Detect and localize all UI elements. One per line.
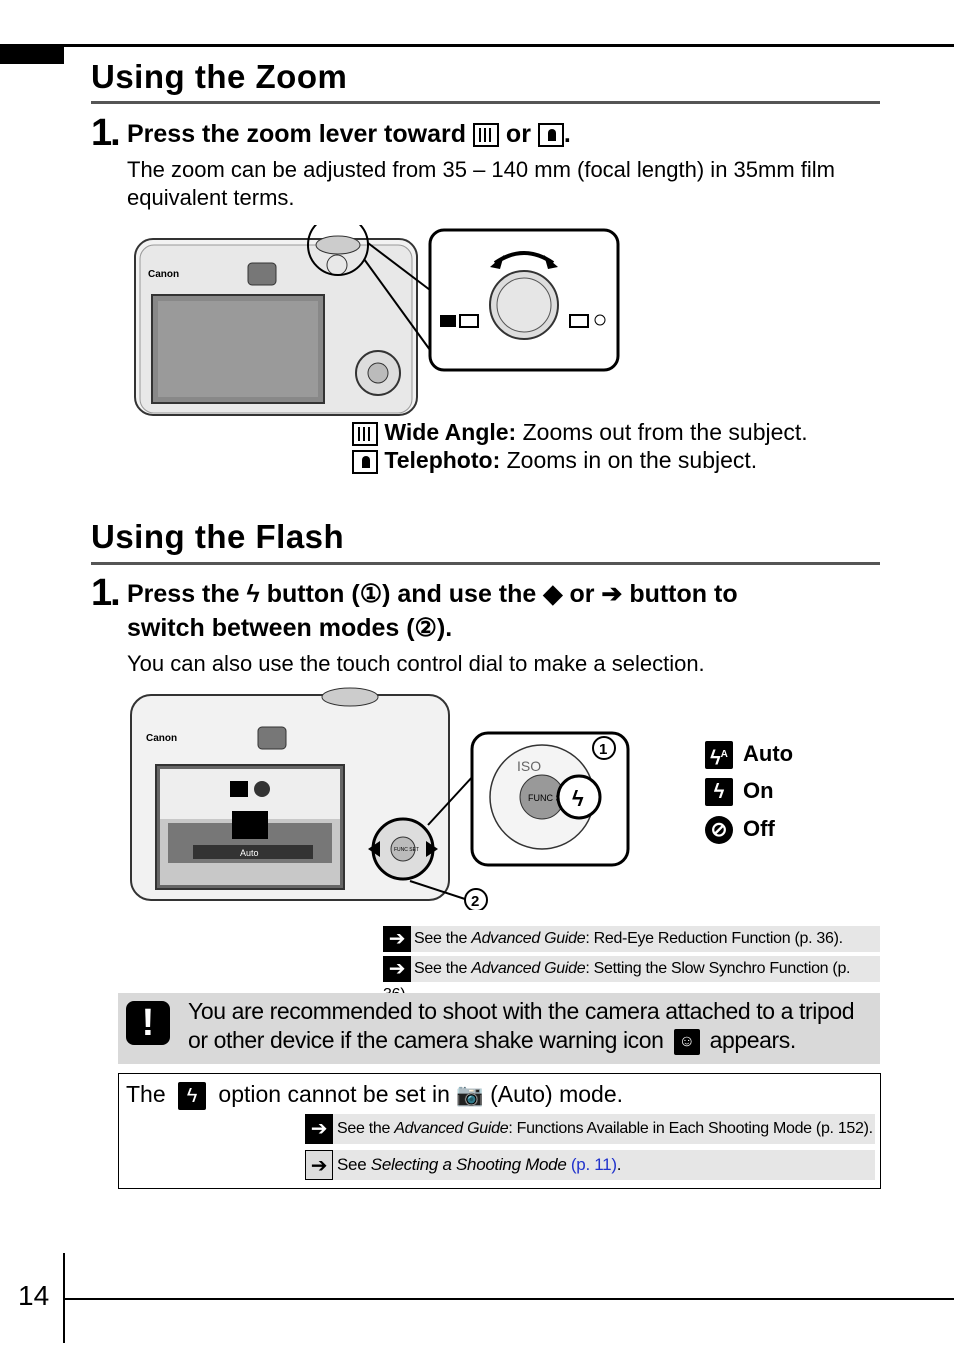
arrow-right-icon: ➔ xyxy=(305,1150,333,1180)
flash-step-heading-line2: switch between modes (②). xyxy=(127,614,453,642)
camera-brand: Canon xyxy=(148,269,179,280)
step-number: 1. xyxy=(91,112,121,154)
section-title-zoom: Using the Zoom xyxy=(91,58,348,95)
telephoto-icon xyxy=(352,449,378,474)
legend-wide: Wide Angle: Zooms out from the subject. xyxy=(352,418,808,446)
flash-step-heading-line1: Press the ϟ button (①) and use the ◆ or … xyxy=(127,580,738,608)
callout-1: 1 xyxy=(599,741,607,758)
see-also-slow-synchro[interactable]: ➔See the Advanced Guide: Setting the Slo… xyxy=(383,956,880,1003)
camera-icon: 📷 xyxy=(456,1082,484,1107)
caution-box: ! You are recommended to shoot with the … xyxy=(118,993,880,1064)
page-number: 14 xyxy=(18,1280,50,1311)
wide-angle-icon xyxy=(472,123,499,148)
section-title-flash: Using the Flash xyxy=(91,518,345,555)
camera-func-label: FUNC SET xyxy=(394,847,419,853)
caution-icon: ! xyxy=(126,1001,170,1045)
flash-body-text: You can also use the touch control dial … xyxy=(127,651,705,676)
camera-zoom-illustration: Canon xyxy=(134,225,620,416)
flash-icon: ϟ xyxy=(178,1081,207,1110)
camera-brand: Canon xyxy=(146,733,177,744)
screen-mode-label: Auto xyxy=(240,848,259,858)
zoom-step-heading: Press the zoom lever toward or . xyxy=(127,120,571,148)
right-arrow-icon: ➔ xyxy=(601,580,623,608)
callout-2: 2 xyxy=(471,893,479,910)
wide-angle-icon xyxy=(352,421,378,446)
top-rule xyxy=(0,44,954,47)
iso-label: ISO xyxy=(517,758,541,774)
step-number: 1. xyxy=(91,572,121,614)
arrow-right-icon: ➔ xyxy=(383,956,411,982)
flash-auto-icon: ϟA xyxy=(705,741,733,770)
page-link[interactable]: (p. 11) xyxy=(570,1155,617,1174)
see-also-red-eye[interactable]: ➔See the Advanced Guide: Red-Eye Reducti… xyxy=(383,926,880,952)
left-arrow-icon: ◆ xyxy=(543,580,563,608)
see-also-functions-available[interactable]: ➔See the Advanced Guide: Functions Avail… xyxy=(305,1114,875,1144)
note-box: The ϟ option cannot be set in 📷 (Auto) m… xyxy=(118,1073,881,1189)
top-tab xyxy=(0,44,64,64)
note-text: The ϟ option cannot be set in 📷 (Auto) m… xyxy=(126,1081,623,1110)
flash-icon: ϟ xyxy=(246,580,260,608)
see-also-shooting-mode[interactable]: ➔See Selecting a Shooting Mode (p. 11). xyxy=(305,1150,875,1180)
legend-tele: Telephoto: Zooms in on the subject. xyxy=(352,446,757,474)
section-rule xyxy=(91,101,880,104)
camera-flash-illustration: Canon Auto FUNC SET ISO FUNC SET ϟ 1 2 xyxy=(130,687,630,910)
arrow-right-icon: ➔ xyxy=(383,926,411,952)
telephoto-icon xyxy=(537,123,564,148)
section-rule xyxy=(91,562,880,565)
flash-off-icon: ⊘ xyxy=(705,816,733,845)
flash-button-icon: ϟ xyxy=(572,786,584,811)
flash-mode-off: ⊘Off xyxy=(705,816,775,845)
arrow-right-icon: ➔ xyxy=(305,1114,333,1144)
camera-shake-icon: ☺ xyxy=(673,1028,700,1055)
flash-on-icon: ϟ xyxy=(705,778,733,807)
caution-text: You are recommended to shoot with the ca… xyxy=(188,998,855,1055)
zoom-body-text: The zoom can be adjusted from 35 – 140 m… xyxy=(127,157,835,210)
dial-func-label: FUNC SET xyxy=(528,793,574,803)
footer-horizontal-rule xyxy=(63,1298,954,1300)
